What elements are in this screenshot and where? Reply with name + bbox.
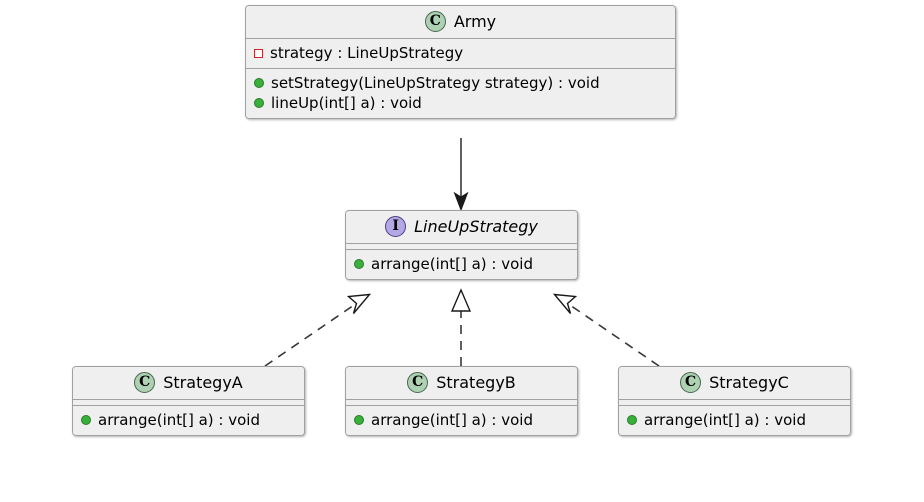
interface-node-lineupstrategy[interactable]: I LineUpStrategy arrange(int[] a) : void	[345, 210, 578, 280]
edge-line-realization	[264, 302, 358, 367]
class-stereotype-icon: C	[680, 372, 702, 393]
attributes-compartment-lineupstrategy	[346, 244, 577, 250]
interface-name-lineupstrategy: LineUpStrategy	[414, 216, 538, 236]
method-row: arrange(int[] a) : void	[81, 410, 296, 430]
attribute-label: strategy : LineUpStrategy	[270, 44, 464, 62]
private-visibility-icon	[254, 48, 263, 58]
attributes-compartment-army: strategy : LineUpStrategy	[246, 39, 675, 69]
interface-stereotype-letter: I	[392, 218, 399, 234]
method-label: arrange(int[] a) : void	[98, 411, 260, 429]
class-node-strategya[interactable]: C StrategyA arrange(int[] a) : void	[72, 366, 305, 436]
class-stereotype-icon: C	[134, 372, 156, 393]
methods-compartment-lineupstrategy: arrange(int[] a) : void	[346, 250, 577, 279]
methods-compartment-strategyc: arrange(int[] a) : void	[619, 406, 850, 435]
class-header-strategyc: C StrategyC	[619, 367, 850, 400]
public-visibility-icon	[354, 415, 364, 425]
class-name-strategyc: StrategyC	[709, 372, 789, 392]
class-header-army: C Army	[246, 6, 675, 39]
method-row: setStrategy(LineUpStrategy strategy) : v…	[254, 73, 667, 93]
method-row: arrange(int[] a) : void	[354, 410, 569, 430]
arrowhead-filled-arrow	[453, 191, 469, 212]
method-label: arrange(int[] a) : void	[371, 255, 533, 273]
arrowhead-hollow-triangle	[346, 293, 372, 314]
class-stereotype-letter: C	[139, 374, 151, 390]
methods-compartment-strategyb: arrange(int[] a) : void	[346, 406, 577, 435]
edge-army-to-lineupstrategy	[453, 138, 469, 212]
arrowhead-hollow-triangle	[552, 293, 578, 314]
class-node-army[interactable]: C Army strategy : LineUpStrategy setStra…	[245, 5, 676, 119]
method-row: arrange(int[] a) : void	[354, 254, 569, 274]
public-visibility-icon	[81, 415, 91, 425]
class-stereotype-letter: C	[685, 374, 697, 390]
class-stereotype-icon: C	[424, 11, 446, 32]
class-node-strategyc[interactable]: C StrategyC arrange(int[] a) : void	[618, 366, 851, 436]
class-stereotype-icon: C	[407, 372, 429, 393]
class-name-army: Army	[453, 11, 497, 31]
methods-compartment-army: setStrategy(LineUpStrategy strategy) : v…	[246, 69, 675, 118]
edge-strategyc-to-lineupstrategy	[552, 293, 660, 367]
method-row: lineUp(int[] a) : void	[254, 93, 667, 113]
method-label: lineUp(int[] a) : void	[271, 94, 422, 112]
interface-stereotype-icon: I	[385, 216, 407, 237]
class-stereotype-letter: C	[412, 374, 424, 390]
public-visibility-icon	[254, 78, 264, 88]
methods-compartment-strategya: arrange(int[] a) : void	[73, 406, 304, 435]
public-visibility-icon	[627, 415, 637, 425]
public-visibility-icon	[354, 259, 364, 269]
attribute-row: strategy : LineUpStrategy	[254, 43, 667, 63]
edge-strategyb-to-lineupstrategy	[450, 288, 472, 366]
method-label: arrange(int[] a) : void	[644, 411, 806, 429]
class-stereotype-letter: C	[429, 13, 441, 29]
class-node-strategyb[interactable]: C StrategyB arrange(int[] a) : void	[345, 366, 578, 436]
method-label: arrange(int[] a) : void	[371, 411, 533, 429]
attributes-compartment-strategyc	[619, 400, 850, 406]
attributes-compartment-strategyb	[346, 400, 577, 406]
class-name-strategyb: StrategyB	[436, 372, 516, 392]
edge-strategya-to-lineupstrategy	[264, 293, 372, 367]
public-visibility-icon	[254, 98, 264, 108]
class-header-strategyb: C StrategyB	[346, 367, 577, 400]
edge-line-realization	[566, 302, 660, 367]
class-name-strategya: StrategyA	[163, 372, 243, 392]
arrowhead-hollow-triangle	[450, 288, 472, 312]
class-header-strategya: C StrategyA	[73, 367, 304, 400]
attributes-compartment-strategya	[73, 400, 304, 406]
method-row: arrange(int[] a) : void	[627, 410, 842, 430]
interface-header-lineupstrategy: I LineUpStrategy	[346, 211, 577, 244]
method-label: setStrategy(LineUpStrategy strategy) : v…	[271, 74, 600, 92]
